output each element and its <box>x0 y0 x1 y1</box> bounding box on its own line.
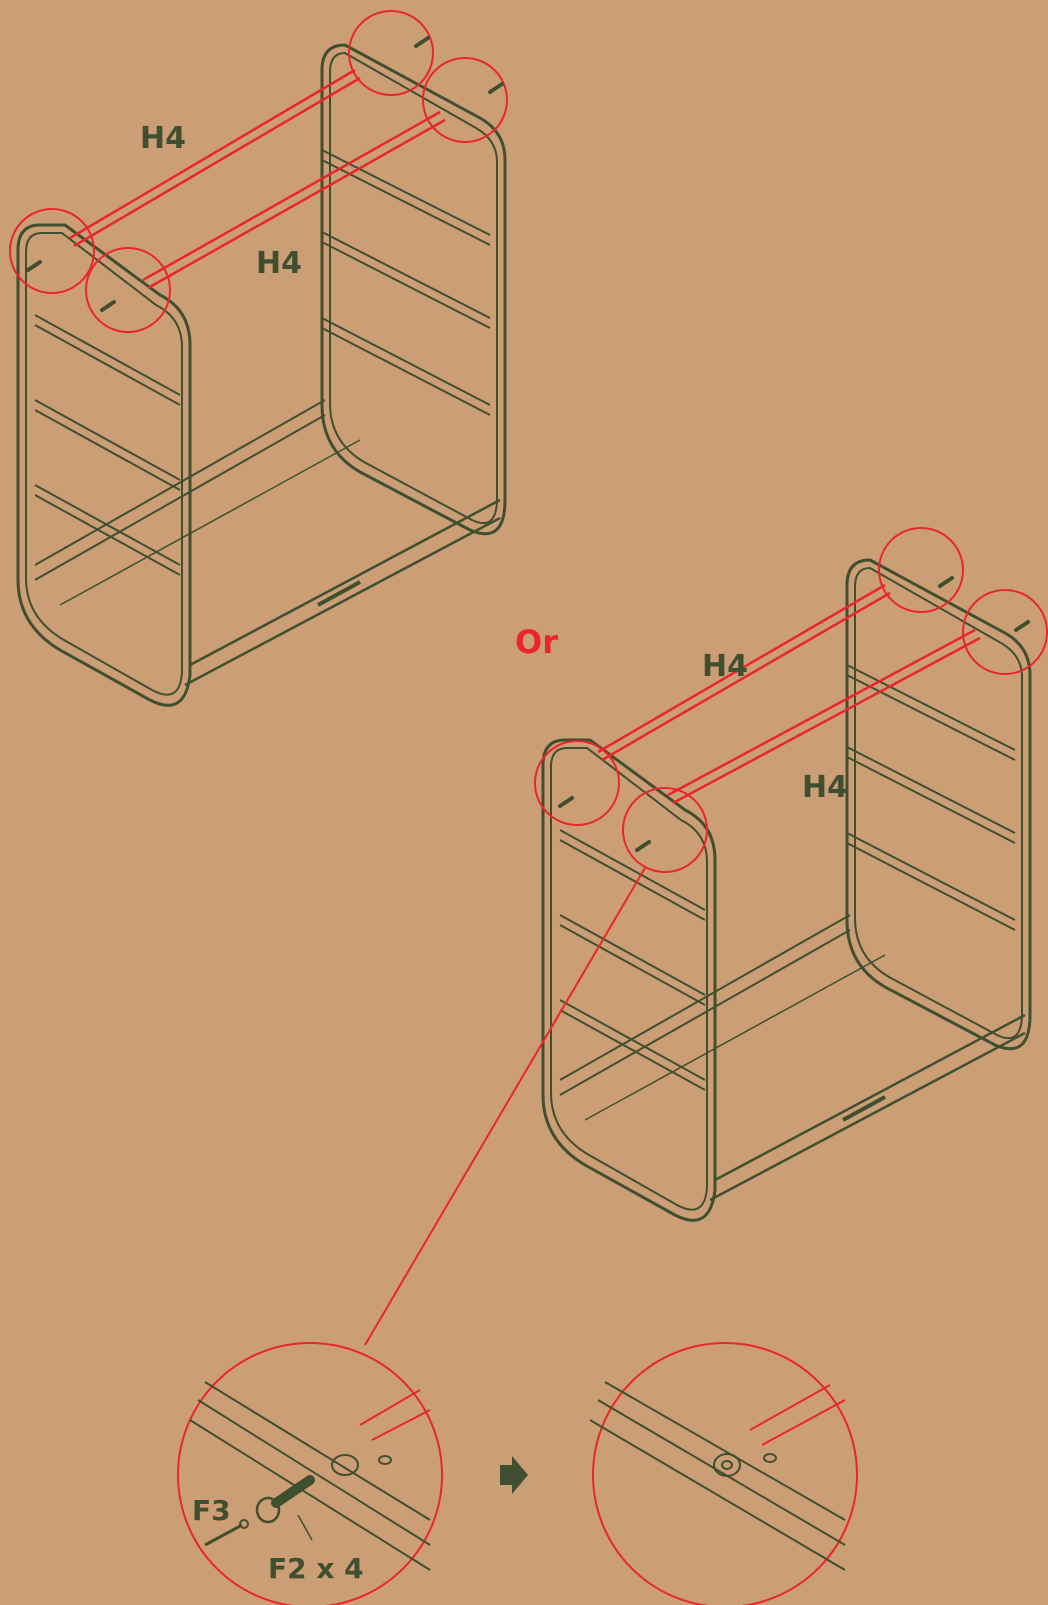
screw-icon <box>26 36 504 312</box>
detail-after <box>589 1342 858 1605</box>
screw-callouts-upper <box>9 10 508 333</box>
rail-h4-alt-front <box>667 628 981 805</box>
detail-before <box>177 1342 443 1605</box>
label-part-f3: F3 <box>192 1494 231 1527</box>
screw-callouts-alt <box>534 527 1048 873</box>
screw-icon <box>255 1475 315 1541</box>
label-or: Or <box>515 623 558 661</box>
frame-upper <box>16 43 507 708</box>
screw-icon <box>558 576 1030 852</box>
rail-h4-alt-back <box>597 583 891 762</box>
label-rail-front: H4 <box>256 246 302 281</box>
label-rail-back: H4 <box>140 121 186 156</box>
label-part-f2: F2 x 4 <box>268 1552 364 1585</box>
detail-leader-line <box>364 867 646 1346</box>
label-alt-rail-back: H4 <box>702 649 748 684</box>
frame-alternative <box>541 558 1032 1223</box>
allen-key-icon <box>204 1519 249 1547</box>
label-alt-rail-front: H4 <box>802 770 848 805</box>
arrow-right-icon <box>500 1456 528 1494</box>
rail-h4-upper-front <box>142 110 446 290</box>
rail-h4-upper-back <box>69 68 361 248</box>
